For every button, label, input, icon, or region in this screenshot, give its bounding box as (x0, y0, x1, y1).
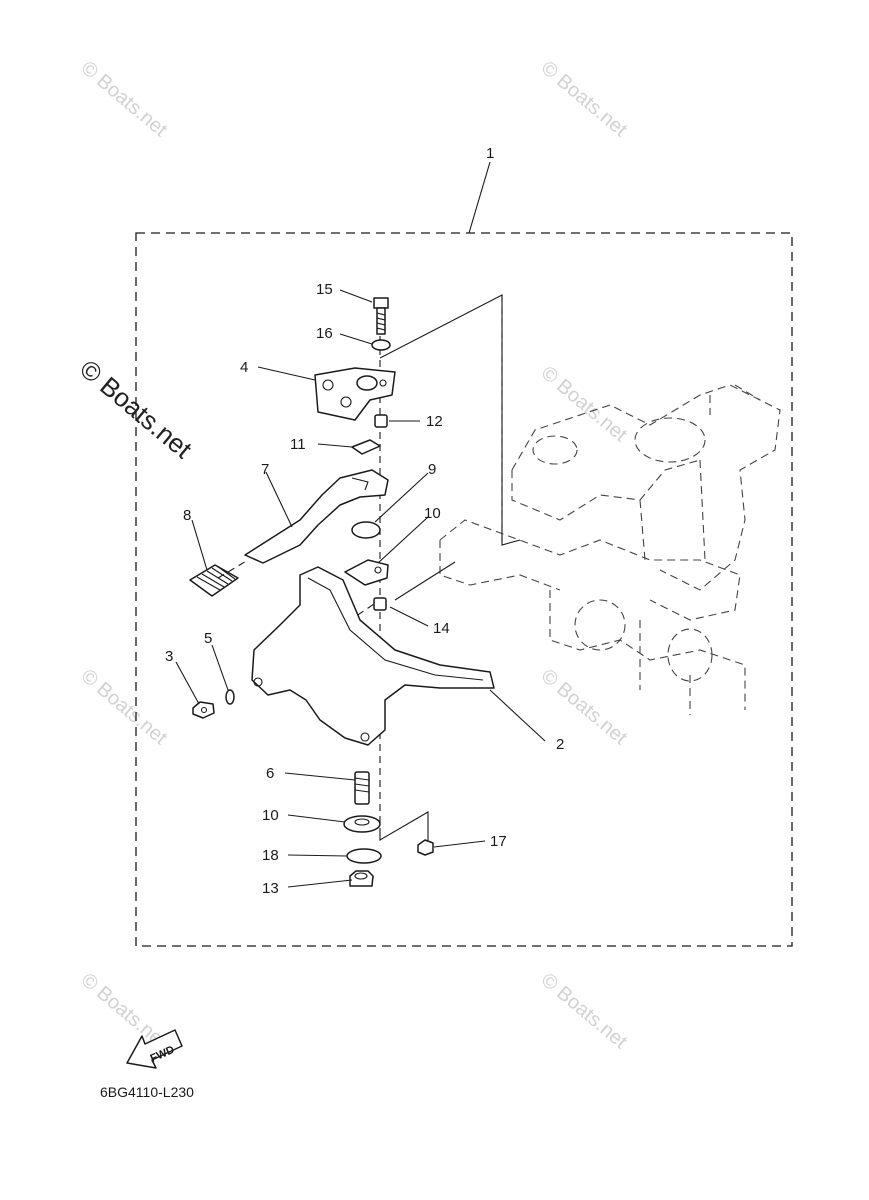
callout-3: 3 (165, 648, 173, 665)
watermark-top-left: © Boats.net (77, 57, 172, 141)
callout-2: 2 (556, 736, 564, 753)
collar-12 (374, 414, 388, 428)
nut-17 (417, 839, 434, 856)
callout-7: 7 (261, 461, 269, 478)
bracket-2 (251, 566, 495, 746)
nut-13 (349, 870, 374, 887)
engine-bracket-ghost (439, 384, 781, 715)
screw-3 (192, 701, 215, 719)
grip-8 (189, 564, 239, 597)
callout-17: 17 (490, 833, 507, 850)
spring-washer-5 (225, 689, 235, 705)
collar-14 (373, 597, 387, 611)
fwd-arrow-icon: FWD (126, 1029, 183, 1069)
pin-6 (354, 771, 370, 805)
callout-1: 1 (486, 145, 494, 162)
assembly-frame (135, 232, 793, 947)
watermark-top-right: © Boats.net (537, 57, 632, 141)
callout-5: 5 (204, 630, 212, 647)
callout-4: 4 (240, 359, 248, 376)
callout-15: 15 (316, 281, 333, 298)
washer-10-lower (343, 815, 381, 833)
leader-lines (175, 161, 546, 888)
watermarks: © Boats.net © Boats.net © Boats.net © Bo… (74, 57, 631, 1053)
grip-guide (217, 559, 249, 579)
washer-16 (371, 339, 391, 351)
callout-10-upper: 10 (424, 505, 441, 522)
washer-10-upper (344, 559, 389, 586)
callout-12: 12 (426, 413, 443, 430)
washer-9 (351, 521, 381, 539)
lever-7 (244, 469, 389, 564)
callout-18: 18 (262, 847, 279, 864)
watermark-mid-right: © Boats.net (537, 362, 632, 446)
bolt-15 (373, 297, 389, 335)
callout-6: 6 (266, 765, 274, 782)
watermark-lower-left: © Boats.net (77, 665, 172, 749)
callout-13: 13 (262, 880, 279, 897)
callout-9: 9 (428, 461, 436, 478)
plate-11 (351, 439, 381, 455)
washer-18 (346, 848, 382, 864)
callouts: 1 15 16 4 12 11 7 9 10 8 14 5 3 2 6 10 1… (165, 145, 564, 897)
bracket-4 (314, 367, 396, 421)
callout-8: 8 (183, 507, 191, 524)
reference-code: 6BG4110-L230 (100, 1084, 194, 1100)
watermark-lower-right: © Boats.net (537, 665, 632, 749)
callout-11: 11 (290, 436, 306, 453)
callout-10-lower: 10 (262, 807, 279, 824)
watermark-bottom-right: © Boats.net (537, 969, 632, 1053)
callout-14: 14 (433, 620, 450, 637)
callout-16: 16 (316, 325, 333, 342)
